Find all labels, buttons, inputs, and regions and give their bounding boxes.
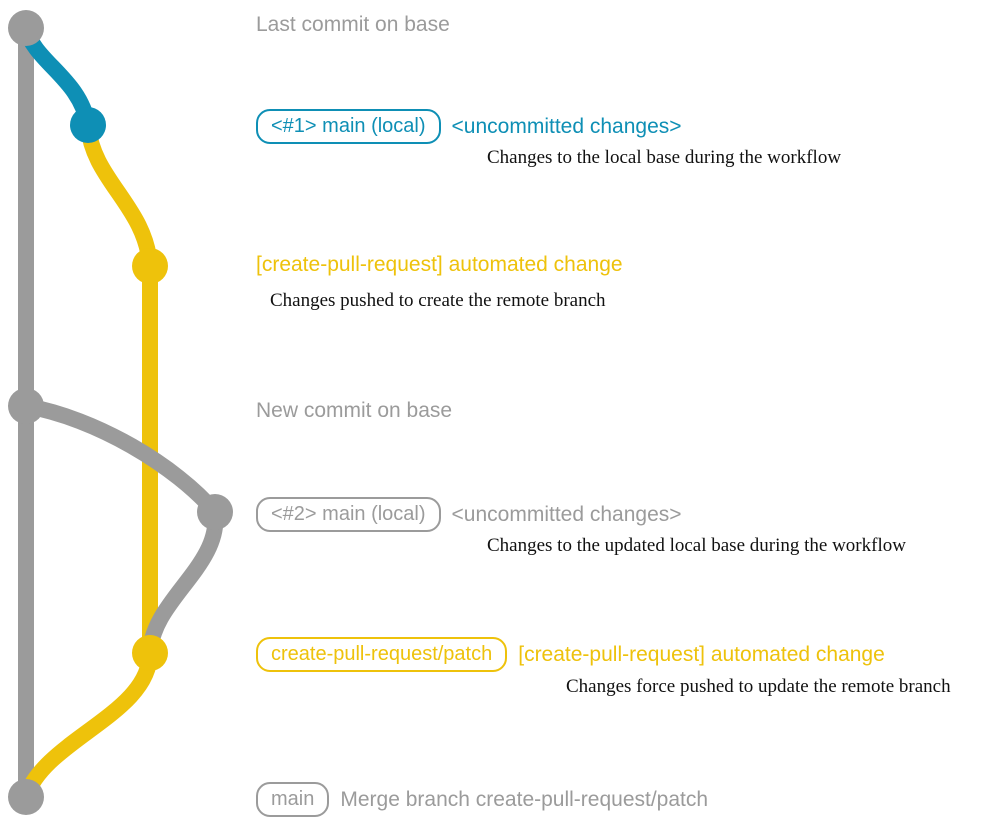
row-local-main-2: <#2> main (local) <uncommitted changes>: [256, 497, 682, 532]
commit-node-local-main-2[interactable]: [197, 494, 233, 530]
badge-local-main-1[interactable]: <#1> main (local): [256, 109, 441, 144]
headline-automated-change-2: [create-pull-request] automated change: [518, 643, 885, 666]
headline-merge-branch: Merge branch create-pull-request/patch: [340, 788, 709, 811]
subcaption-local-base-workflow: Changes to the local base during the wor…: [487, 147, 842, 168]
row-local-main-1: <#1> main (local) <uncommitted changes>: [256, 109, 682, 144]
commit-node-automated-change-2[interactable]: [132, 635, 168, 671]
headline-uncommitted-changes-1: <uncommitted changes>: [451, 115, 682, 138]
subcaption-pushed-create-remote-branch: Changes pushed to create the remote bran…: [270, 290, 606, 311]
commit-node-merge[interactable]: [8, 779, 44, 815]
edge-local2-to-patch2: [142, 504, 224, 661]
row-automated-change-2: create-pull-request/patch [create-pull-r…: [256, 637, 885, 672]
label-new-commit-on-base: New commit on base: [256, 399, 453, 422]
headline-uncommitted-changes-2: <uncommitted changes>: [451, 503, 682, 526]
commit-node-local-main-1[interactable]: [70, 107, 106, 143]
commit-node-last-base[interactable]: [8, 10, 44, 46]
badge-create-pull-request-patch[interactable]: create-pull-request/patch: [256, 637, 508, 672]
subcaption-updated-local-base-workflow: Changes to the updated local base during…: [487, 535, 906, 556]
commit-node-new-base[interactable]: [8, 388, 44, 424]
edge-local1-to-patch1: [80, 117, 158, 274]
label-last-commit-on-base: Last commit on base: [256, 13, 450, 36]
edge-base2-to-local2: [18, 398, 223, 520]
row-merge-commit: main Merge branch create-pull-request/pa…: [256, 782, 708, 817]
edge-patch2-to-merge: [18, 645, 158, 805]
badge-local-main-2[interactable]: <#2> main (local): [256, 497, 441, 532]
commit-node-automated-change-1[interactable]: [132, 248, 168, 284]
row-automated-change-1: [create-pull-request] automated change: [256, 254, 623, 275]
headline-automated-change-1: [create-pull-request] automated change: [256, 253, 623, 276]
subcaption-force-pushed-update-remote-branch: Changes force pushed to update the remot…: [566, 676, 951, 697]
badge-main[interactable]: main: [256, 782, 330, 817]
